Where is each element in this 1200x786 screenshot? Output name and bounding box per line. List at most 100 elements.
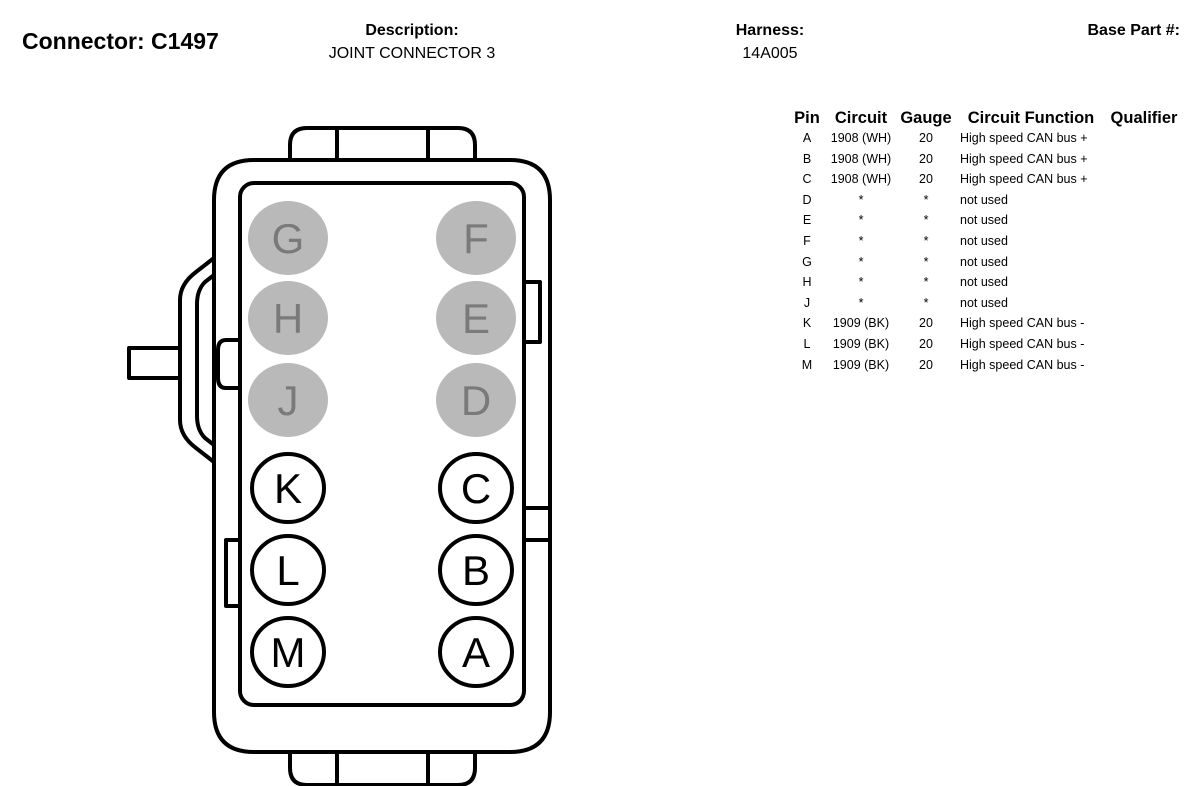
pin-label: B — [462, 547, 490, 594]
table-row: G**not used — [788, 252, 1182, 273]
table-row: H * * not used — [788, 272, 1182, 293]
cell-gauge: * — [923, 192, 929, 207]
cell-pin: H — [802, 275, 812, 290]
cell-circuit: 1908 (WH) — [830, 172, 892, 187]
pin-f: F — [436, 201, 516, 275]
pin-cavity-shape — [436, 281, 516, 355]
left-slot-lower — [224, 538, 242, 608]
cell-gauge: * — [923, 275, 929, 290]
column-header: Pin — [794, 109, 820, 127]
column-header: Gauge — [900, 109, 952, 127]
cell-pin: M — [801, 357, 813, 372]
description-value: JOINT CONNECTOR 3 — [328, 45, 496, 62]
cell-function: not used — [960, 295, 1008, 310]
cell-gauge: 20 — [919, 357, 933, 372]
pin-cavity-shape — [438, 452, 514, 524]
cell-function: not used — [960, 275, 1008, 290]
cell-pin: K — [802, 316, 812, 331]
cell-function: High speed CAN bus - — [960, 357, 1085, 372]
cell-circuit: 1909 (BK) — [832, 316, 890, 331]
table-row: K 1909 (BK) 20 High speed CAN bus - — [788, 313, 1182, 334]
cell-gauge: * — [923, 233, 929, 248]
cell-gauge: 20 — [919, 151, 933, 166]
cell-circuit: 1908 (WH) — [830, 151, 892, 166]
harness-value: 14A005 — [742, 45, 798, 62]
housing-inner — [238, 181, 526, 707]
cell-pin: B — [802, 151, 812, 166]
pin-label: G — [272, 215, 305, 262]
cell-pin: L — [803, 336, 811, 351]
cell-gauge: * — [923, 213, 929, 228]
cell-circuit: * — [858, 254, 864, 269]
cell-gauge: 20 — [919, 131, 933, 145]
pin-b: B — [438, 534, 514, 606]
cell-function: High speed CAN bus + — [960, 131, 1088, 145]
left-lever-notch — [216, 338, 240, 390]
pin-c: C — [438, 452, 514, 524]
cell-qualifier — [1106, 231, 1182, 252]
base-part-label: Base Part #: — [1087, 22, 1181, 39]
cell-function: not used — [960, 192, 1008, 207]
cell-function: High speed CAN bus - — [960, 316, 1085, 331]
pin-label: A — [462, 629, 490, 676]
cell-gauge: 20 — [919, 316, 933, 331]
pin-cavity-shape — [438, 534, 514, 606]
pin-g: G — [248, 201, 328, 275]
pin-label: E — [462, 295, 490, 342]
pin-label: C — [461, 465, 491, 512]
pin-label: K — [274, 465, 302, 512]
pin-cavity-shape — [436, 201, 516, 275]
cell-gauge: 20 — [919, 336, 933, 351]
table-row: C 1908 (WH) 20 High speed CAN bus + — [788, 169, 1182, 190]
cell-gauge: * — [923, 295, 929, 310]
cell-function: High speed CAN bus + — [960, 151, 1088, 166]
column-header: Qualifier — [1110, 109, 1178, 127]
pin-label: H — [273, 295, 303, 342]
pin-cavity-shape — [438, 616, 514, 688]
cell-circuit: 1909 (BK) — [832, 336, 890, 351]
harness-block: Harness: 14A005 — [715, 22, 825, 63]
cell-pin: A — [802, 131, 812, 145]
cell-qualifier — [1106, 169, 1182, 190]
pin-cavity-shape — [250, 616, 326, 688]
pin-label: L — [276, 547, 299, 594]
pin-m: M — [250, 616, 326, 688]
pin-h: H — [248, 281, 328, 355]
cell-circuit: * — [858, 295, 864, 310]
cell-qualifier — [1106, 128, 1182, 149]
table-row: L 1909 (BK) 20 High speed CAN bus - — [788, 334, 1182, 355]
cell-qualifier — [1106, 313, 1182, 334]
cell-function: not used — [960, 233, 1008, 248]
cell-circuit: * — [858, 275, 864, 290]
cell-qualifier — [1106, 355, 1182, 376]
cell-qualifier — [1106, 252, 1182, 273]
cell-qualifier — [1106, 272, 1182, 293]
cell-gauge: * — [923, 254, 929, 269]
pin-l: L — [250, 534, 326, 606]
cell-pin: E — [802, 213, 812, 228]
description-label: Description: — [365, 22, 459, 39]
cell-gauge: 20 — [919, 172, 933, 187]
cell-qualifier — [1106, 334, 1182, 355]
cell-qualifier — [1106, 190, 1182, 211]
pin-cavity-shape — [436, 363, 516, 437]
pin-a: A — [438, 616, 514, 688]
cell-pin: G — [802, 254, 812, 269]
top-latch — [288, 126, 477, 160]
cell-qualifier — [1106, 210, 1182, 231]
pin-cavity-shape — [250, 534, 326, 606]
cell-function: High speed CAN bus + — [960, 172, 1088, 187]
harness-label: Harness: — [735, 22, 805, 39]
left-lever-inner — [195, 273, 216, 447]
housing-outer — [212, 158, 552, 754]
pin-cavity-shape — [250, 452, 326, 524]
pin-label: D — [461, 377, 491, 424]
table-row: J**not used — [788, 293, 1182, 314]
cell-pin: C — [802, 172, 812, 187]
cell-function: High speed CAN bus - — [960, 336, 1085, 351]
table-row: F**not used — [788, 231, 1182, 252]
